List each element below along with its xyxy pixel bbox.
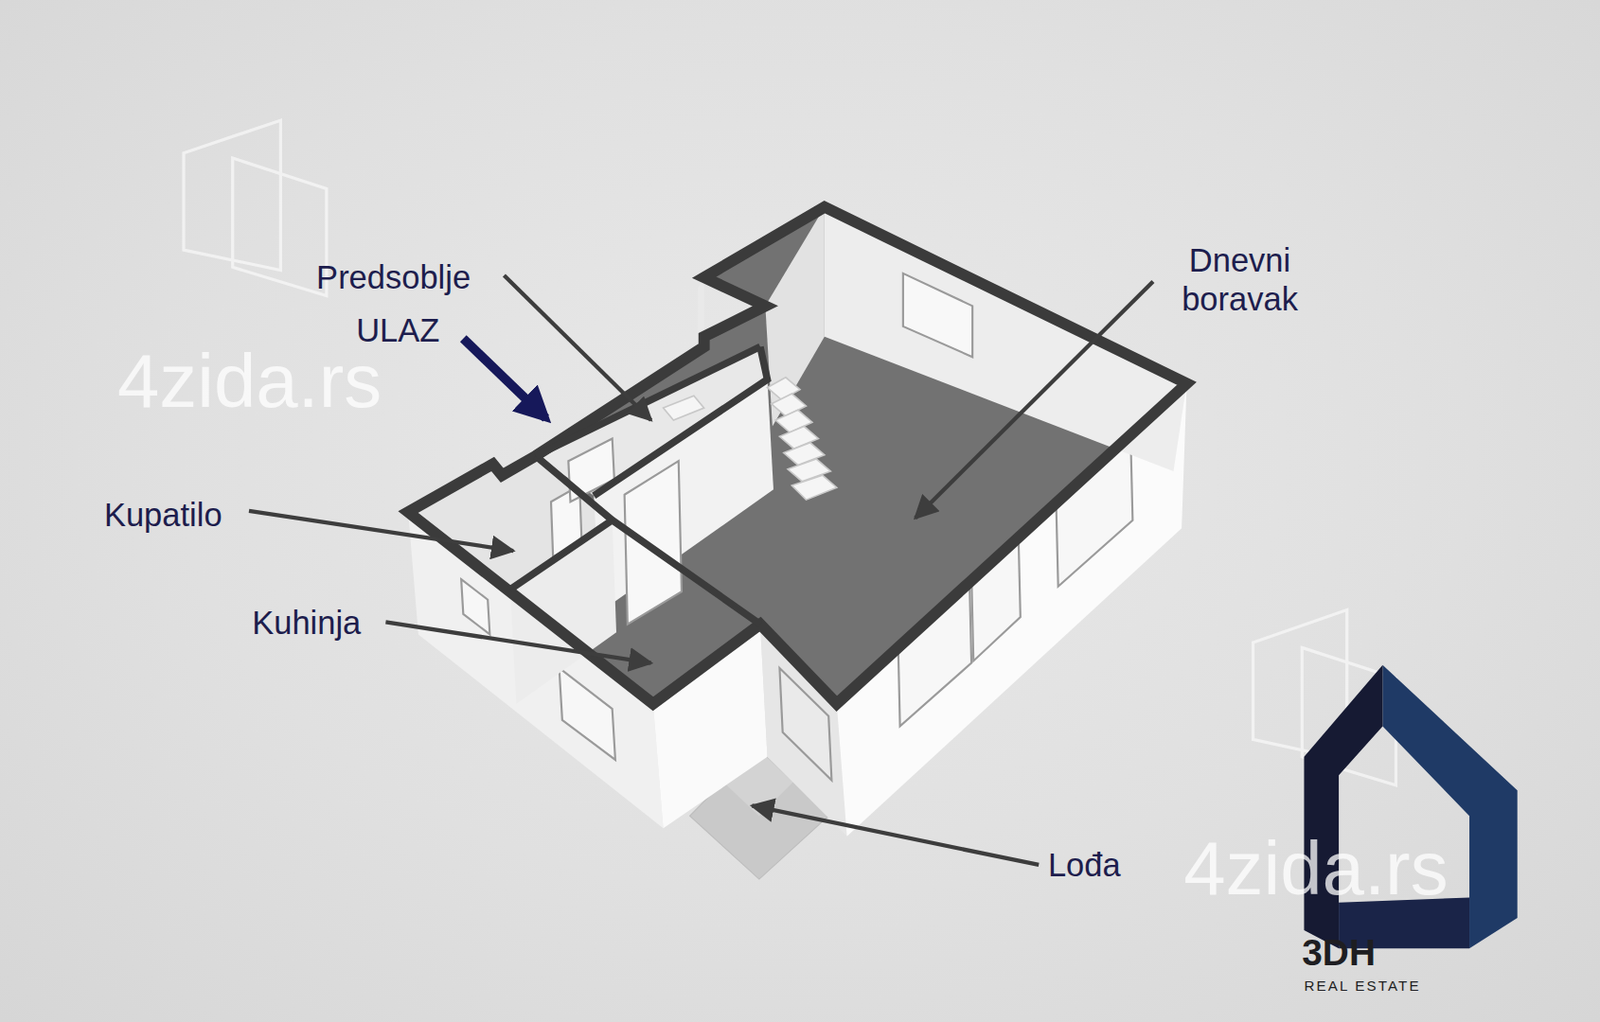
- watermark: 4zida.rs: [1183, 824, 1448, 916]
- room-label: Dnevni boravak: [1163, 240, 1317, 320]
- room-label: Kuhinja: [251, 604, 361, 643]
- watermark: 4zida.rs: [117, 337, 382, 428]
- leader-lines: [248, 275, 1154, 866]
- wall-tops: [408, 207, 1187, 705]
- stairs: [663, 377, 837, 500]
- room-label: Predsoblje: [316, 258, 471, 298]
- room-label: Lođa: [1048, 846, 1121, 886]
- brand-subtitle: REAL ESTATE: [1303, 977, 1421, 996]
- brand-name: 3DH: [1301, 930, 1376, 976]
- floors: [408, 207, 1187, 705]
- interior-walls: [510, 207, 1188, 705]
- watermark-logo: [183, 120, 1396, 786]
- room-label: Kupatilo: [104, 496, 223, 535]
- entrance-arrow: [462, 338, 546, 419]
